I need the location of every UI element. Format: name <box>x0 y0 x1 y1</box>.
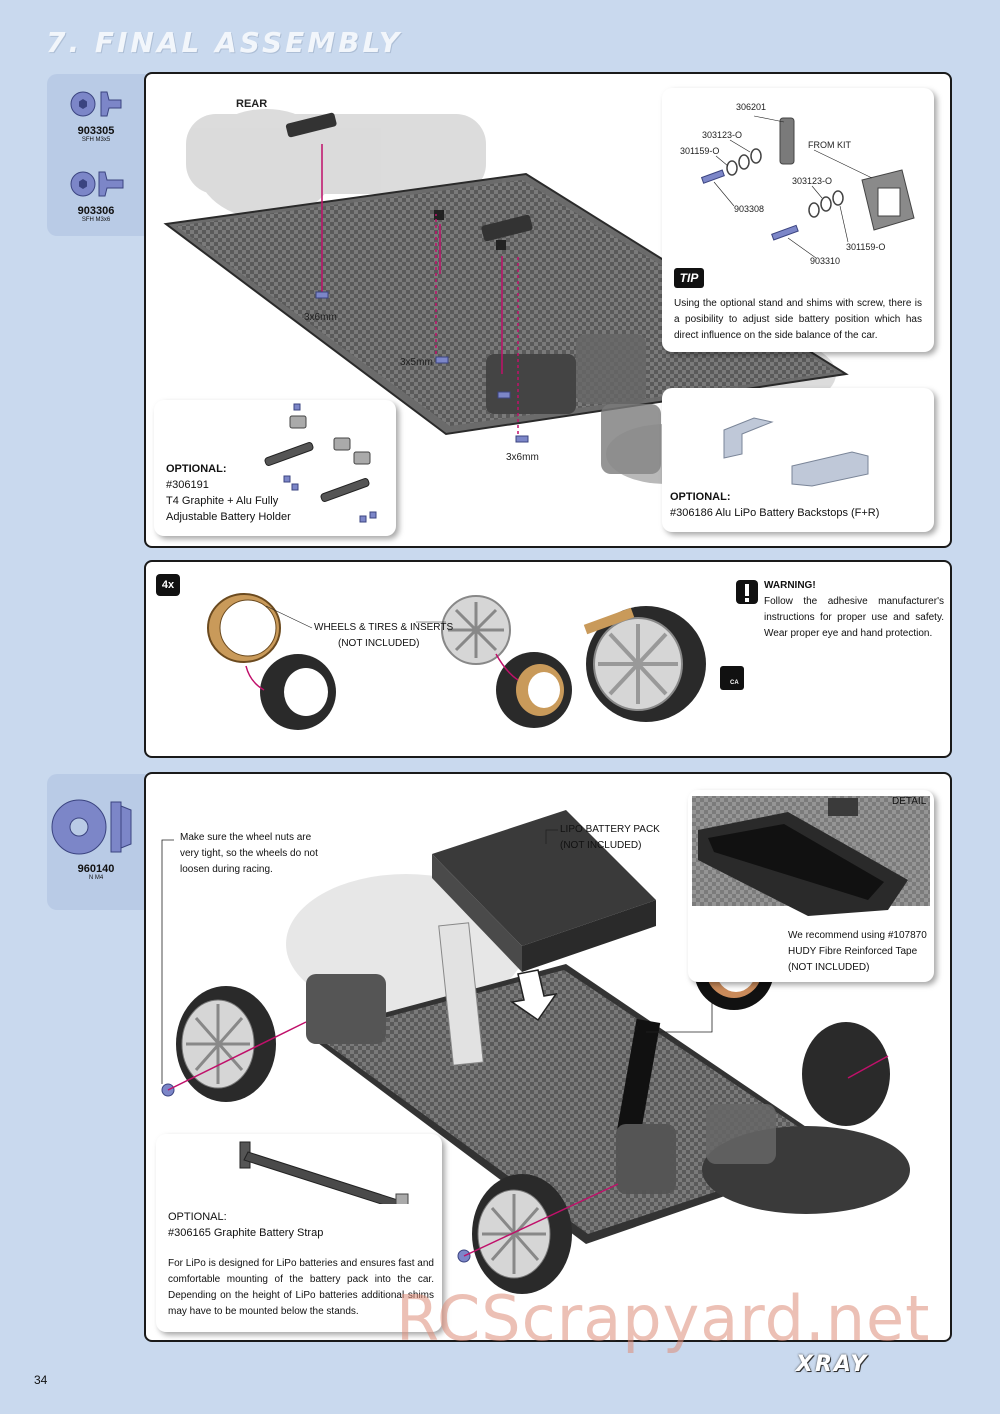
warning-text: Follow the adhesive manufacturer's instr… <box>764 596 944 639</box>
part-960140: 960140 N M4 <box>51 796 141 881</box>
side-stand-exploded-view <box>700 115 915 259</box>
flat-screw-icon <box>70 91 122 117</box>
detail-title: DETAIL <box>892 796 927 807</box>
battery-label-note: (NOT INCLUDED) <box>560 840 642 851</box>
optional-heading: OPTIONAL: <box>670 491 731 503</box>
step-panel-wheels: 4x <box>144 560 952 758</box>
tip-text: Using the optional stand and shims with … <box>674 298 922 341</box>
part-callout-label: 303123-O <box>792 176 833 186</box>
part-callout-label: 301159-O <box>680 146 720 156</box>
wheels-label-note: (NOT INCLUDED) <box>338 638 420 649</box>
optional-heading: OPTIONAL: <box>166 463 227 475</box>
optional-line: Adjustable Battery Holder <box>166 511 291 523</box>
optional-battery-holder-callout: OPTIONAL: #306191 T4 Graphite + Alu Full… <box>154 400 396 536</box>
optional-line: #306165 Graphite Battery Strap <box>168 1227 324 1239</box>
rear-label: REAR <box>236 98 268 110</box>
battery-label: LIPO BATTERY PACK <box>560 824 660 835</box>
part-desc: N M4 <box>88 875 104 881</box>
lock-nut-icon <box>51 799 132 855</box>
hardware-tab-top: 903305 SFH M3x5 903306 SFH M3x6 <box>47 74 147 236</box>
optional-line: T4 Graphite + Alu Fully <box>166 495 279 507</box>
part-callout-label: 306201 <box>736 102 767 112</box>
tip-callout: 306201 303123-O 301159-O 903308 FROM KIT… <box>662 88 934 352</box>
wheel-nut-note: Make sure the wheel nuts are very tight,… <box>180 832 318 875</box>
brand-logo: XRAY <box>796 1352 869 1377</box>
detail-callout: DETAIL We recommend using #107870 HUDY F… <box>688 790 934 982</box>
part-callout-label: FROM KIT <box>808 140 851 150</box>
part-903305: 903305 SFH M3x5 <box>61 88 131 143</box>
backstop-parts <box>723 417 869 487</box>
detail-line: (NOT INCLUDED) <box>788 962 870 973</box>
part-callout-label: 303123-O <box>702 130 743 140</box>
optional-strap-callout: OPTIONAL: #306165 Graphite Battery Strap… <box>156 1134 442 1332</box>
car-assembly-illustration <box>161 810 910 1294</box>
watermark: RCScrapyard.net <box>396 1282 931 1355</box>
step-panel-battery-install: Make sure the wheel nuts are very tight,… <box>144 772 952 1342</box>
screw-label: 3x6mm <box>304 312 337 323</box>
warning-title: WARNING! <box>764 580 816 591</box>
wheels-label: WHEELS & TIRES & INSERTS <box>314 622 454 633</box>
optional-line: #306191 <box>166 479 209 491</box>
quantity-badge: 4x <box>156 574 180 596</box>
battery-tape-detail <box>692 796 930 916</box>
battery-strap-part <box>239 1141 409 1204</box>
page-title: 7. FINAL ASSEMBLY <box>46 26 403 59</box>
detail-line: We recommend using #107870 <box>788 930 927 941</box>
part-desc: SFH M3x6 <box>81 217 111 223</box>
part-callout-label: 903310 <box>810 256 841 266</box>
page-number: 34 <box>34 1373 48 1387</box>
optional-strap-text: For LiPo is designed for LiPo batteries … <box>168 1258 434 1317</box>
detail-line: HUDY Fibre Reinforced Tape <box>788 946 918 957</box>
tip-badge: TIP <box>674 268 704 288</box>
hardware-tab-bottom: 960140 N M4 <box>47 774 147 910</box>
screw-label: 3x5mm <box>400 357 433 368</box>
optional-heading: OPTIONAL: <box>168 1211 227 1223</box>
part-callout-label: 903308 <box>734 204 765 214</box>
flat-screw-icon <box>70 171 124 197</box>
part-code: 903306 <box>77 205 115 217</box>
wheel-assembly-illustration <box>207 580 758 730</box>
optional-line: #306186 Alu LiPo Battery Backstops (F+R) <box>670 507 880 519</box>
screw-label: 3x6mm <box>506 452 539 463</box>
ca-label: CA <box>730 680 739 686</box>
part-903306: 903306 SFH M3x6 <box>61 168 131 223</box>
part-desc: SFH M3x5 <box>81 137 111 143</box>
part-code: 960140 <box>77 863 115 875</box>
optional-backstops-callout: OPTIONAL: #306186 Alu LiPo Battery Backs… <box>662 388 934 532</box>
part-callout-label: 301159-O <box>846 242 886 252</box>
part-code: 903305 <box>77 125 115 137</box>
battery-holder-parts <box>264 403 377 523</box>
